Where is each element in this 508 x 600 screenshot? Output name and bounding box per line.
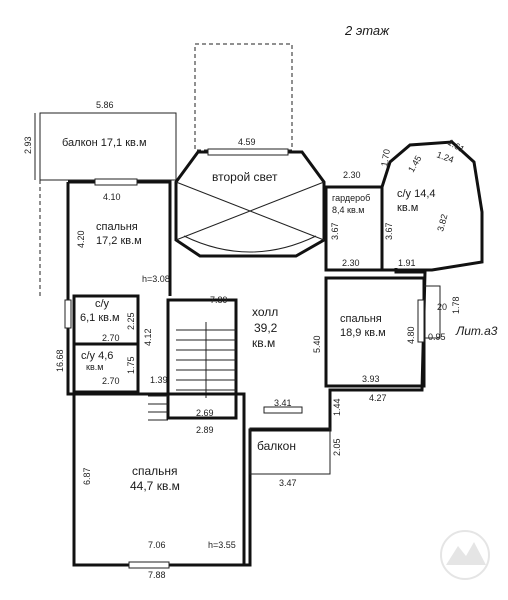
dimension: 2.89 (196, 425, 214, 435)
lit-label: Лит.а3 (455, 324, 498, 338)
dimension: 3.82 (435, 213, 449, 233)
dimension: 1.44 (332, 398, 342, 416)
dimension: 3.67 (384, 222, 394, 240)
dimension: 1.75 (126, 356, 136, 374)
dimension: 4.27 (369, 393, 387, 403)
window (94, 178, 138, 186)
room-bedroom2-name: спальня (340, 313, 382, 325)
dimension: 3.93 (362, 374, 380, 384)
stairs (148, 322, 236, 421)
dimension: 1.45 (406, 154, 423, 174)
window (207, 148, 289, 156)
void-cross-2 (175, 181, 325, 241)
room-bedroom1-area: 17,2 кв.м (96, 235, 142, 247)
balcony-bottom-outline (249, 427, 331, 475)
dimension: 0.95 (428, 332, 446, 342)
projection-outline (194, 43, 293, 151)
room-hall-name: холл (252, 305, 278, 319)
dimension: 1.70 (379, 148, 392, 167)
dimension: 4.20 (76, 230, 86, 248)
dimension: 2.93 (23, 136, 33, 154)
hall-inner-walls (166, 298, 238, 420)
dimension: 4.12 (143, 328, 153, 346)
dimension: 3.47 (279, 478, 297, 488)
room-bedroom1-name: спальня (96, 221, 138, 233)
bath-big-walls (380, 140, 484, 272)
dimension: 3.41 (274, 398, 292, 408)
dimension: 2.69 (196, 408, 214, 418)
wc2-walls (72, 342, 140, 394)
dimension: 7.89 (210, 295, 228, 305)
dimension: 20 (437, 302, 447, 312)
dimension: h=3.08 (142, 274, 170, 284)
dimension: 2.70 (102, 376, 120, 386)
room-wardrobe-name: гардероб (332, 193, 370, 203)
room-wardrobe-area: 8,4 кв.м (332, 205, 364, 215)
dimension: 5.86 (96, 100, 114, 110)
window (263, 406, 303, 414)
dimension: 2.05 (332, 438, 342, 456)
dimension: 4.10 (103, 192, 121, 202)
room-hall-unit: кв.м (252, 336, 275, 350)
extension-outline (424, 285, 441, 339)
dimension: 4.59 (238, 137, 256, 147)
room-bath-big-name: с/у 14,4 (397, 188, 436, 200)
dimension: 4.80 (406, 326, 416, 344)
dimension: 1.78 (451, 296, 461, 314)
void-arc (183, 235, 317, 253)
dimension: 1.91 (398, 258, 416, 268)
dimension: 2.30 (343, 170, 361, 180)
room-bedroom3-area: 44,7 кв.м (130, 479, 180, 493)
window (417, 299, 425, 343)
floor-title: 2 этаж (344, 23, 390, 38)
dimension: 1.24 (435, 149, 455, 164)
room-bath-big-area: кв.м (397, 202, 418, 214)
dimension: 2.25 (126, 312, 136, 330)
dimension: 7.06 (148, 540, 166, 550)
dimension: 16.68 (55, 349, 65, 372)
dimension: 3.67 (330, 222, 340, 240)
dimension: 1.39 (150, 375, 168, 385)
room-hall-area: 39,2 (254, 321, 278, 335)
room-bedroom2-area: 18,9 кв.м (340, 327, 386, 339)
watermark-logo (440, 530, 490, 580)
room-second-light: второй свет (212, 170, 278, 184)
window (128, 561, 170, 569)
dimension: 2.30 (342, 258, 360, 268)
second-light-void (174, 150, 326, 258)
room-balcony-bottom: балкон (257, 439, 296, 453)
dimension: 2.70 (102, 333, 120, 343)
room-wc2-name: с/у 4,6 (81, 350, 113, 362)
dimension: 7.88 (148, 570, 166, 580)
window (64, 299, 72, 329)
room-wc2-area: кв.м (86, 362, 103, 372)
room-bedroom3-name: спальня (132, 464, 178, 478)
dimension: 6.87 (82, 467, 92, 485)
dimension: 5.40 (312, 335, 322, 353)
dimension: h=3.55 (208, 540, 236, 550)
room-wc1-area: 6,1 кв.м (80, 312, 120, 324)
room-wc1-name: с/у (95, 298, 110, 310)
room-balcony-top: балкон 17,1 кв.м (62, 137, 147, 149)
